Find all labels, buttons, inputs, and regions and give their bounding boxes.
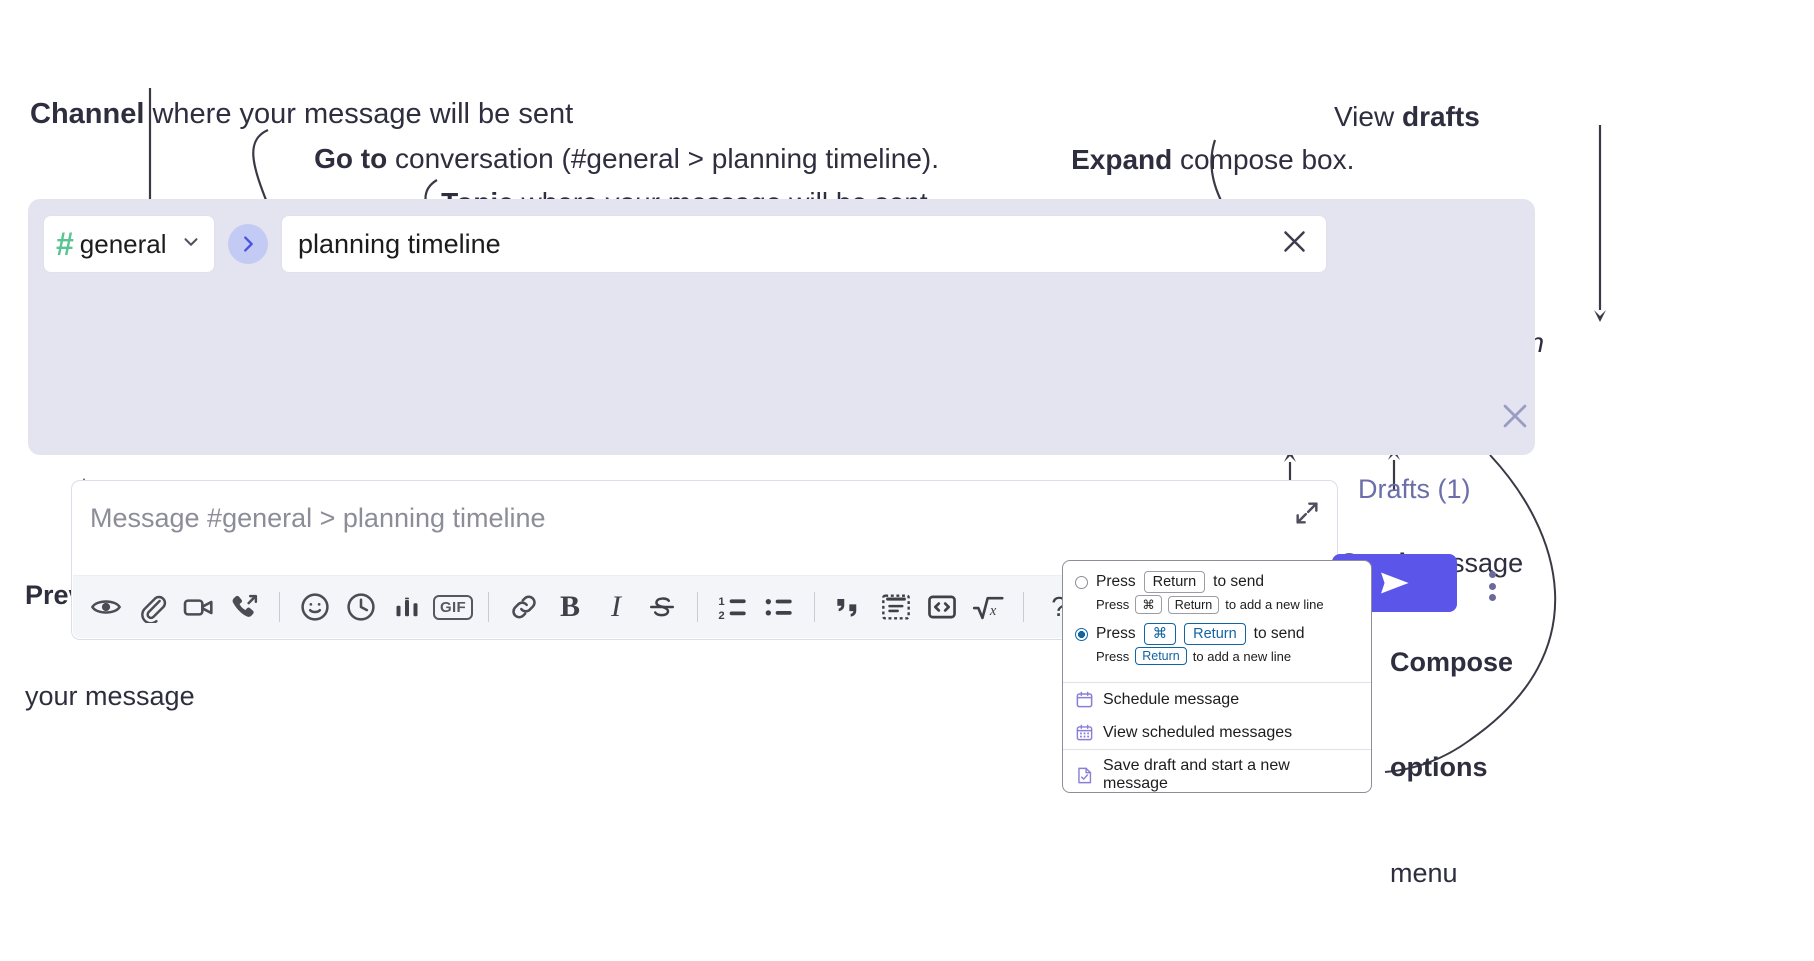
radio-unselected-icon[interactable] [1075, 575, 1088, 589]
calendar-grid-icon [1075, 723, 1094, 742]
svg-text:1: 1 [718, 596, 724, 608]
save-draft-icon [1075, 766, 1094, 785]
annotation-drafts-lead: View [1334, 100, 1402, 132]
expand-icon[interactable] [1293, 499, 1321, 527]
send-option-cmd-return-hint: Press Return to add a new line [1096, 647, 1359, 665]
menu-item-label: Save draft and start a new message [1103, 757, 1290, 792]
italic-icon[interactable]: I [593, 584, 639, 630]
menu-item-label: View scheduled messages [1103, 723, 1293, 741]
bold-label: B [559, 590, 580, 623]
toolbar-divider [814, 592, 815, 622]
video-icon[interactable] [175, 584, 221, 630]
svg-text:x: x [988, 603, 996, 619]
menu-divider [1063, 682, 1371, 683]
bold-icon[interactable]: B [547, 584, 593, 630]
kebab-dot [1488, 594, 1496, 601]
topic-input[interactable]: planning timeline [281, 215, 1327, 273]
menu-item-view-scheduled[interactable]: View scheduled messages [1063, 716, 1371, 749]
calendar-schedule-icon [1075, 690, 1094, 709]
key-chip: ⌘ [1143, 623, 1177, 645]
annotation-compose-line3: menu [1390, 857, 1458, 888]
strikethrough-icon[interactable] [639, 584, 685, 630]
option-post: to send [1253, 625, 1305, 642]
key-chip: Return [1167, 595, 1220, 614]
menu-item-schedule-message[interactable]: Schedule message [1063, 683, 1371, 716]
hint-pre: Press [1096, 597, 1130, 612]
send-option-return-hint: Press ⌘ Return to add a new line [1096, 595, 1359, 614]
toolbar-divider [697, 592, 698, 622]
drafts-link[interactable]: Drafts (1) [1358, 474, 1471, 504]
kebab-dot [1488, 571, 1496, 578]
svg-text:2: 2 [718, 610, 724, 622]
math-icon[interactable]: x [965, 584, 1011, 630]
annotation-compose-line1: Compose [1390, 647, 1514, 678]
key-chip: ⌘ [1135, 595, 1162, 614]
annotation-preview-line2: your message [25, 680, 195, 711]
compose-panel: # general planning timeline [28, 199, 1535, 640]
audio-call-icon[interactable] [221, 584, 267, 630]
annotation-goto-rest: conversation (#general > planning timeli… [387, 142, 939, 174]
toolbar-divider [279, 592, 280, 622]
gif-icon[interactable]: GIF [430, 584, 476, 630]
annotation-goto-lead: Go to [314, 142, 388, 174]
toolbar-divider [1023, 592, 1024, 622]
compose-header-row: # general planning timeline [43, 215, 1327, 273]
send-shortcut-options: Press Return to send Press ⌘ Return to a… [1063, 561, 1371, 682]
annotation-preview: Preview your message [25, 511, 195, 781]
go-to-conversation-button[interactable] [228, 224, 268, 264]
annotation-compose-line2: options [1390, 752, 1488, 783]
hash-icon: # [56, 226, 74, 262]
option-post: to send [1213, 573, 1265, 590]
annotation-drafts-bold: drafts [1401, 100, 1480, 132]
send-option-return[interactable]: Press Return to send [1075, 571, 1359, 593]
annotation-expand: Expand compose box. [1040, 106, 1354, 213]
channel-selector[interactable]: # general [43, 215, 215, 273]
menu-item-save-draft[interactable]: Save draft and start a new message [1063, 750, 1371, 800]
menu-divider [1063, 749, 1371, 750]
hint-pre: Press [1096, 648, 1130, 664]
channel-name: general [79, 228, 167, 259]
annotation-channel-rest: where your message will be sent [144, 98, 574, 131]
clear-topic-icon[interactable] [1279, 226, 1310, 262]
hint-post: to add a new line [1192, 648, 1292, 664]
topic-value: planning timeline [298, 228, 501, 259]
code-block-icon[interactable] [873, 584, 919, 630]
annotation-channel-lead: Channel [30, 98, 145, 131]
preview-icon[interactable] [83, 584, 129, 630]
attachment-icon[interactable] [129, 584, 175, 630]
option-pre: Press [1096, 625, 1136, 642]
emoji-icon[interactable] [292, 584, 338, 630]
annotation-expand-lead: Expand [1071, 143, 1173, 175]
link-icon[interactable] [501, 584, 547, 630]
clock-icon[interactable] [338, 584, 384, 630]
option-pre: Press [1096, 573, 1136, 590]
code-icon[interactable] [919, 584, 965, 630]
key-chip: Return [1143, 571, 1206, 593]
key-chip: Return [1184, 623, 1246, 645]
italic-label: I [611, 590, 621, 623]
radio-selected-icon[interactable] [1075, 627, 1088, 641]
send-option-cmd-return[interactable]: Press ⌘ Return to send [1075, 623, 1359, 645]
toolbar-divider [488, 592, 489, 622]
kebab-dot [1488, 582, 1496, 590]
chevron-down-icon [180, 231, 202, 258]
message-placeholder: Message #general > planning timeline [90, 503, 546, 533]
compose-options-button[interactable] [1480, 571, 1504, 601]
annotation-goto: Go to conversation (#general > planning … [283, 105, 939, 212]
close-icon[interactable] [1498, 399, 1532, 433]
poll-icon[interactable] [384, 584, 430, 630]
hint-post: to add a new line [1225, 597, 1324, 612]
annotation-compose-options: Compose options menu [1390, 575, 1513, 961]
menu-item-label: Schedule message [1103, 690, 1240, 708]
compose-options-menu: Press Return to send Press ⌘ Return to a… [1062, 560, 1372, 793]
gif-label: GIF [433, 594, 473, 620]
bulleted-list-icon[interactable] [756, 584, 802, 630]
ordered-list-icon[interactable]: 1 2 [710, 584, 756, 630]
blockquote-icon[interactable] [827, 584, 873, 630]
annotation-expand-rest: compose box. [1172, 143, 1355, 175]
key-chip: Return [1135, 647, 1187, 665]
